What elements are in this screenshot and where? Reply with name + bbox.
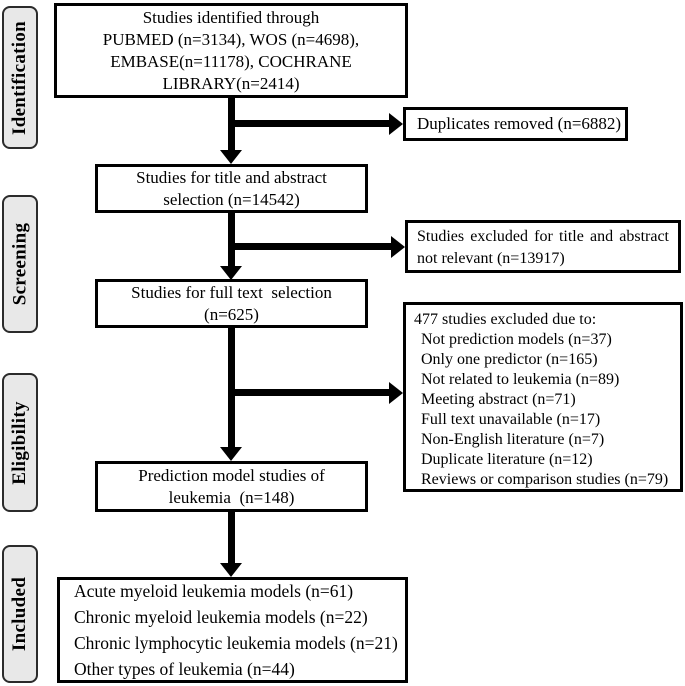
- excluded-title-abstract-line: Studies excluded for title and abstract: [417, 228, 669, 245]
- identified-line: Studies identified through: [142, 7, 320, 27]
- included-models-line: Other types of leukemia (n=44): [74, 659, 295, 679]
- identified-line: PUBMED (n=3134), WOS (n=4698),: [102, 29, 360, 49]
- arrowhead-right-icon: [389, 113, 403, 135]
- stage-eligibility: Eligibility: [2, 373, 38, 512]
- arrowhead-down-icon: [220, 150, 242, 164]
- stage-identification-label: Identification: [9, 20, 31, 135]
- duplicates-removed-box: Duplicates removed (n=6882): [403, 107, 628, 141]
- exclusion-reason: Full text unavailable (n=17): [421, 411, 601, 428]
- stage-identification: Identification: [2, 6, 38, 149]
- excluded-title-abstract-box: Studies excluded for title and abstract …: [405, 220, 681, 273]
- included-models-line: Chronic myeloid leukemia models (n=22): [74, 607, 368, 627]
- exclusion-reason: Duplicate literature (n=12): [421, 451, 593, 468]
- included-models-line: Acute myeloid leukemia models (n=61): [74, 581, 354, 601]
- included-models-box: Acute myeloid leukemia models (n=61) Chr…: [57, 577, 408, 683]
- exclusion-reason: Non-English literature (n=7): [421, 431, 605, 448]
- exclusion-reason: Meeting abstract (n=71): [421, 391, 576, 408]
- connector-prediction-to-included: [228, 511, 235, 564]
- excluded-full-text-box: 477 studies excluded due to: Not predict…: [403, 302, 683, 492]
- arrowhead-right-icon: [391, 236, 405, 258]
- prediction-models-line: leukemia (n=148): [168, 487, 295, 507]
- identified-line: EMBASE(n=11178), COCHRANE: [110, 51, 352, 71]
- duplicates-removed-text: Duplicates removed (n=6882): [417, 114, 622, 133]
- arrowhead-down-icon: [220, 447, 242, 461]
- prediction-models-box: Prediction model studies of leukemia (n=…: [95, 461, 368, 512]
- title-abstract-line: selection (n=14542): [163, 189, 300, 209]
- arrowhead-down-icon: [220, 563, 242, 577]
- exclusion-reason: Not prediction models (n=37): [421, 331, 612, 348]
- identified-box: Studies identified through PUBMED (n=313…: [54, 3, 408, 98]
- title-abstract-selection-box: Studies for title and abstract selection…: [95, 164, 368, 213]
- arrowhead-down-icon: [220, 266, 242, 280]
- full-text-line: Studies for full text selection: [131, 282, 332, 302]
- prediction-models-line: Prediction model studies of: [138, 465, 325, 485]
- stage-eligibility-label: Eligibility: [9, 400, 31, 485]
- stage-screening: Screening: [2, 195, 38, 333]
- stage-included: Included: [2, 545, 38, 683]
- exclusion-reason: Reviews or comparison studies (n=79): [421, 471, 669, 488]
- excluded-title-abstract-line: not relevant (n=13917): [417, 250, 565, 267]
- connector-to-duplicates: [231, 120, 389, 127]
- connector-to-excluded-title: [231, 243, 391, 250]
- exclusion-reason: Not related to leukemia (n=89): [421, 371, 620, 388]
- connector-title-to-fulltext: [228, 212, 235, 267]
- identified-line: LIBRARY(n=2414): [162, 73, 300, 93]
- connector-to-excluded-fulltext: [231, 389, 389, 396]
- title-abstract-line: Studies for title and abstract: [136, 167, 327, 187]
- included-models-line: Chronic lymphocytic leukemia models (n=2…: [74, 633, 398, 653]
- arrowhead-right-icon: [389, 382, 403, 404]
- exclusion-reason: Only one predictor (n=165): [421, 351, 598, 368]
- stage-screening-label: Screening: [9, 222, 31, 306]
- stage-included-label: Included: [9, 576, 30, 652]
- excluded-full-text-heading: 477 studies excluded due to:: [414, 311, 597, 328]
- full-text-selection-box: Studies for full text selection (n=625): [95, 279, 368, 328]
- full-text-line: (n=625): [204, 304, 259, 324]
- connector-fulltext-to-prediction: [228, 327, 235, 448]
